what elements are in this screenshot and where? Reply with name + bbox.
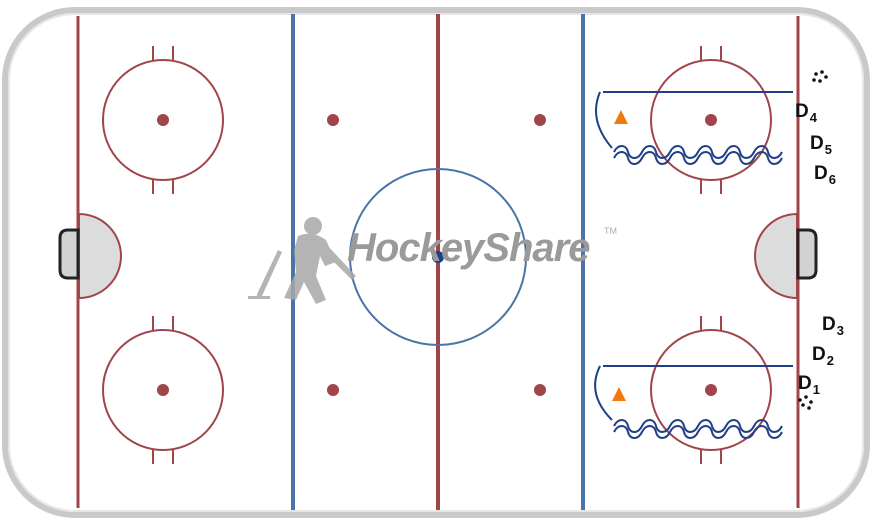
goal-net-left	[58, 228, 80, 280]
goal-net-right	[796, 228, 818, 280]
puck-pile-top	[812, 70, 828, 83]
player-label: D2	[812, 344, 834, 368]
drill-lane-top	[595, 91, 793, 165]
drill-lane-bottom	[594, 365, 793, 439]
faceoff-circle-left-bottom	[102, 316, 224, 464]
faceoff-circle-right-top	[650, 46, 772, 194]
player-label: D4	[795, 101, 817, 125]
center-circle	[349, 168, 527, 346]
player-label: D3	[822, 314, 844, 338]
faceoff-circle-right-bottom	[650, 316, 772, 464]
cone-icon	[612, 387, 626, 401]
watermark-tm: TM	[604, 226, 617, 236]
cone-icon	[614, 110, 628, 124]
goal-crease-right	[754, 212, 798, 300]
hockey-player-icon	[248, 217, 356, 304]
center-faceoff-dot	[432, 251, 444, 263]
faceoff-dots	[157, 114, 717, 396]
goal-crease-left	[78, 212, 122, 300]
puck-pile-bottom	[798, 395, 813, 410]
player-label: D6	[814, 163, 836, 187]
watermark-brand: HockeyShare	[347, 226, 590, 270]
player-label: D1	[798, 373, 820, 397]
player-label: D5	[810, 133, 832, 157]
faceoff-circle-left-top	[102, 46, 224, 194]
